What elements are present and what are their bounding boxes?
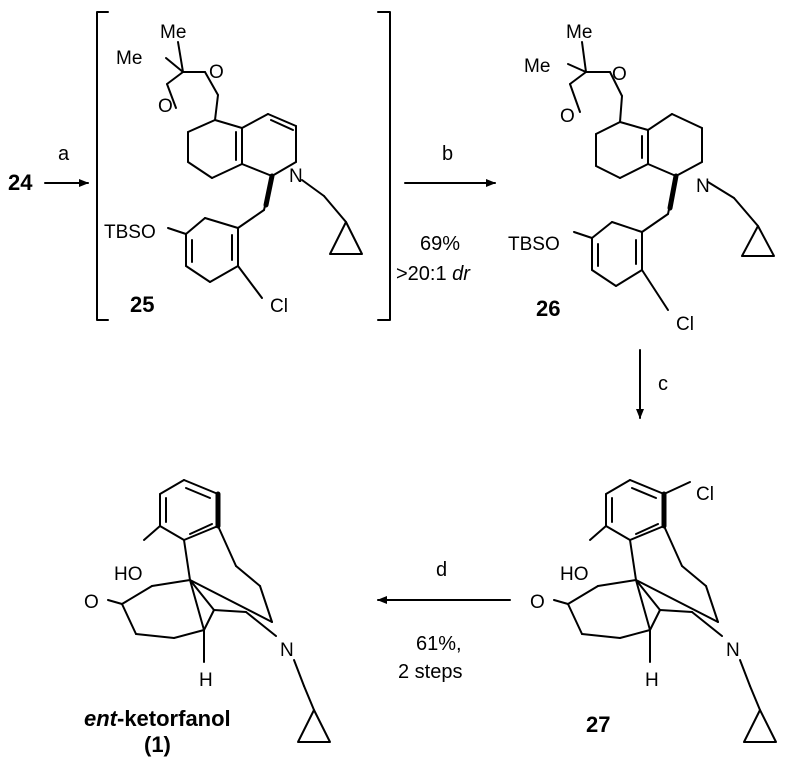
c26-me-1: Me: [566, 22, 592, 43]
c1-n: N: [280, 640, 294, 661]
step-b-yield: 69%: [420, 233, 460, 255]
c26-tbso: TBSO: [508, 234, 560, 255]
compound-27-label: 27: [586, 712, 610, 737]
c1-ho: HO: [114, 564, 143, 585]
compound-24-label: 24: [8, 170, 33, 195]
c26-me-2: Me: [524, 56, 550, 77]
c26-o-1: O: [612, 64, 627, 85]
c27-cl: Cl: [696, 484, 714, 505]
compound-1-structure: [107, 479, 331, 743]
step-b-label: b: [442, 143, 453, 165]
dr-italic: dr: [452, 263, 471, 285]
c25-tbso: TBSO: [104, 222, 156, 243]
step-d-note: 2 steps: [398, 661, 462, 683]
step-c-label: c: [658, 373, 668, 395]
c26-cl: Cl: [676, 314, 694, 335]
step-b-dr: >20:1 dr: [396, 263, 471, 285]
compound-1-name: ent-ketorfanol: [84, 706, 231, 731]
c27-h: H: [645, 670, 659, 691]
c25-o-1: O: [209, 62, 224, 83]
c26-o-2: O: [560, 106, 575, 127]
c27-n: N: [726, 640, 740, 661]
c25-me-2: Me: [116, 48, 142, 69]
c25-n: N: [289, 166, 303, 187]
name-italic: ent: [84, 706, 119, 731]
c26-n: N: [696, 176, 710, 197]
compound-1-number: (1): [144, 732, 171, 757]
compound-25-label: 25: [130, 292, 154, 317]
compound-26-label: 26: [536, 296, 560, 321]
compound-26-structure: [567, 41, 775, 311]
left-bracket: [96, 11, 109, 321]
compound-25-structure: [165, 41, 363, 299]
c25-me-1: Me: [160, 22, 186, 43]
c25-cl: Cl: [270, 296, 288, 317]
step-d-yield: 61%,: [416, 633, 462, 655]
c27-ho: HO: [560, 564, 589, 585]
compound-27-structure: [553, 479, 777, 743]
dr-prefix: >20:1: [396, 263, 452, 285]
c1-o: O: [84, 592, 99, 613]
step-d-label: d: [436, 559, 447, 581]
c1-h: H: [199, 670, 213, 691]
right-bracket: [377, 11, 391, 321]
c25-o-2: O: [158, 96, 173, 117]
name-rest: -ketorfanol: [117, 706, 231, 731]
c27-o: O: [530, 592, 545, 613]
step-a-label: a: [58, 143, 70, 165]
